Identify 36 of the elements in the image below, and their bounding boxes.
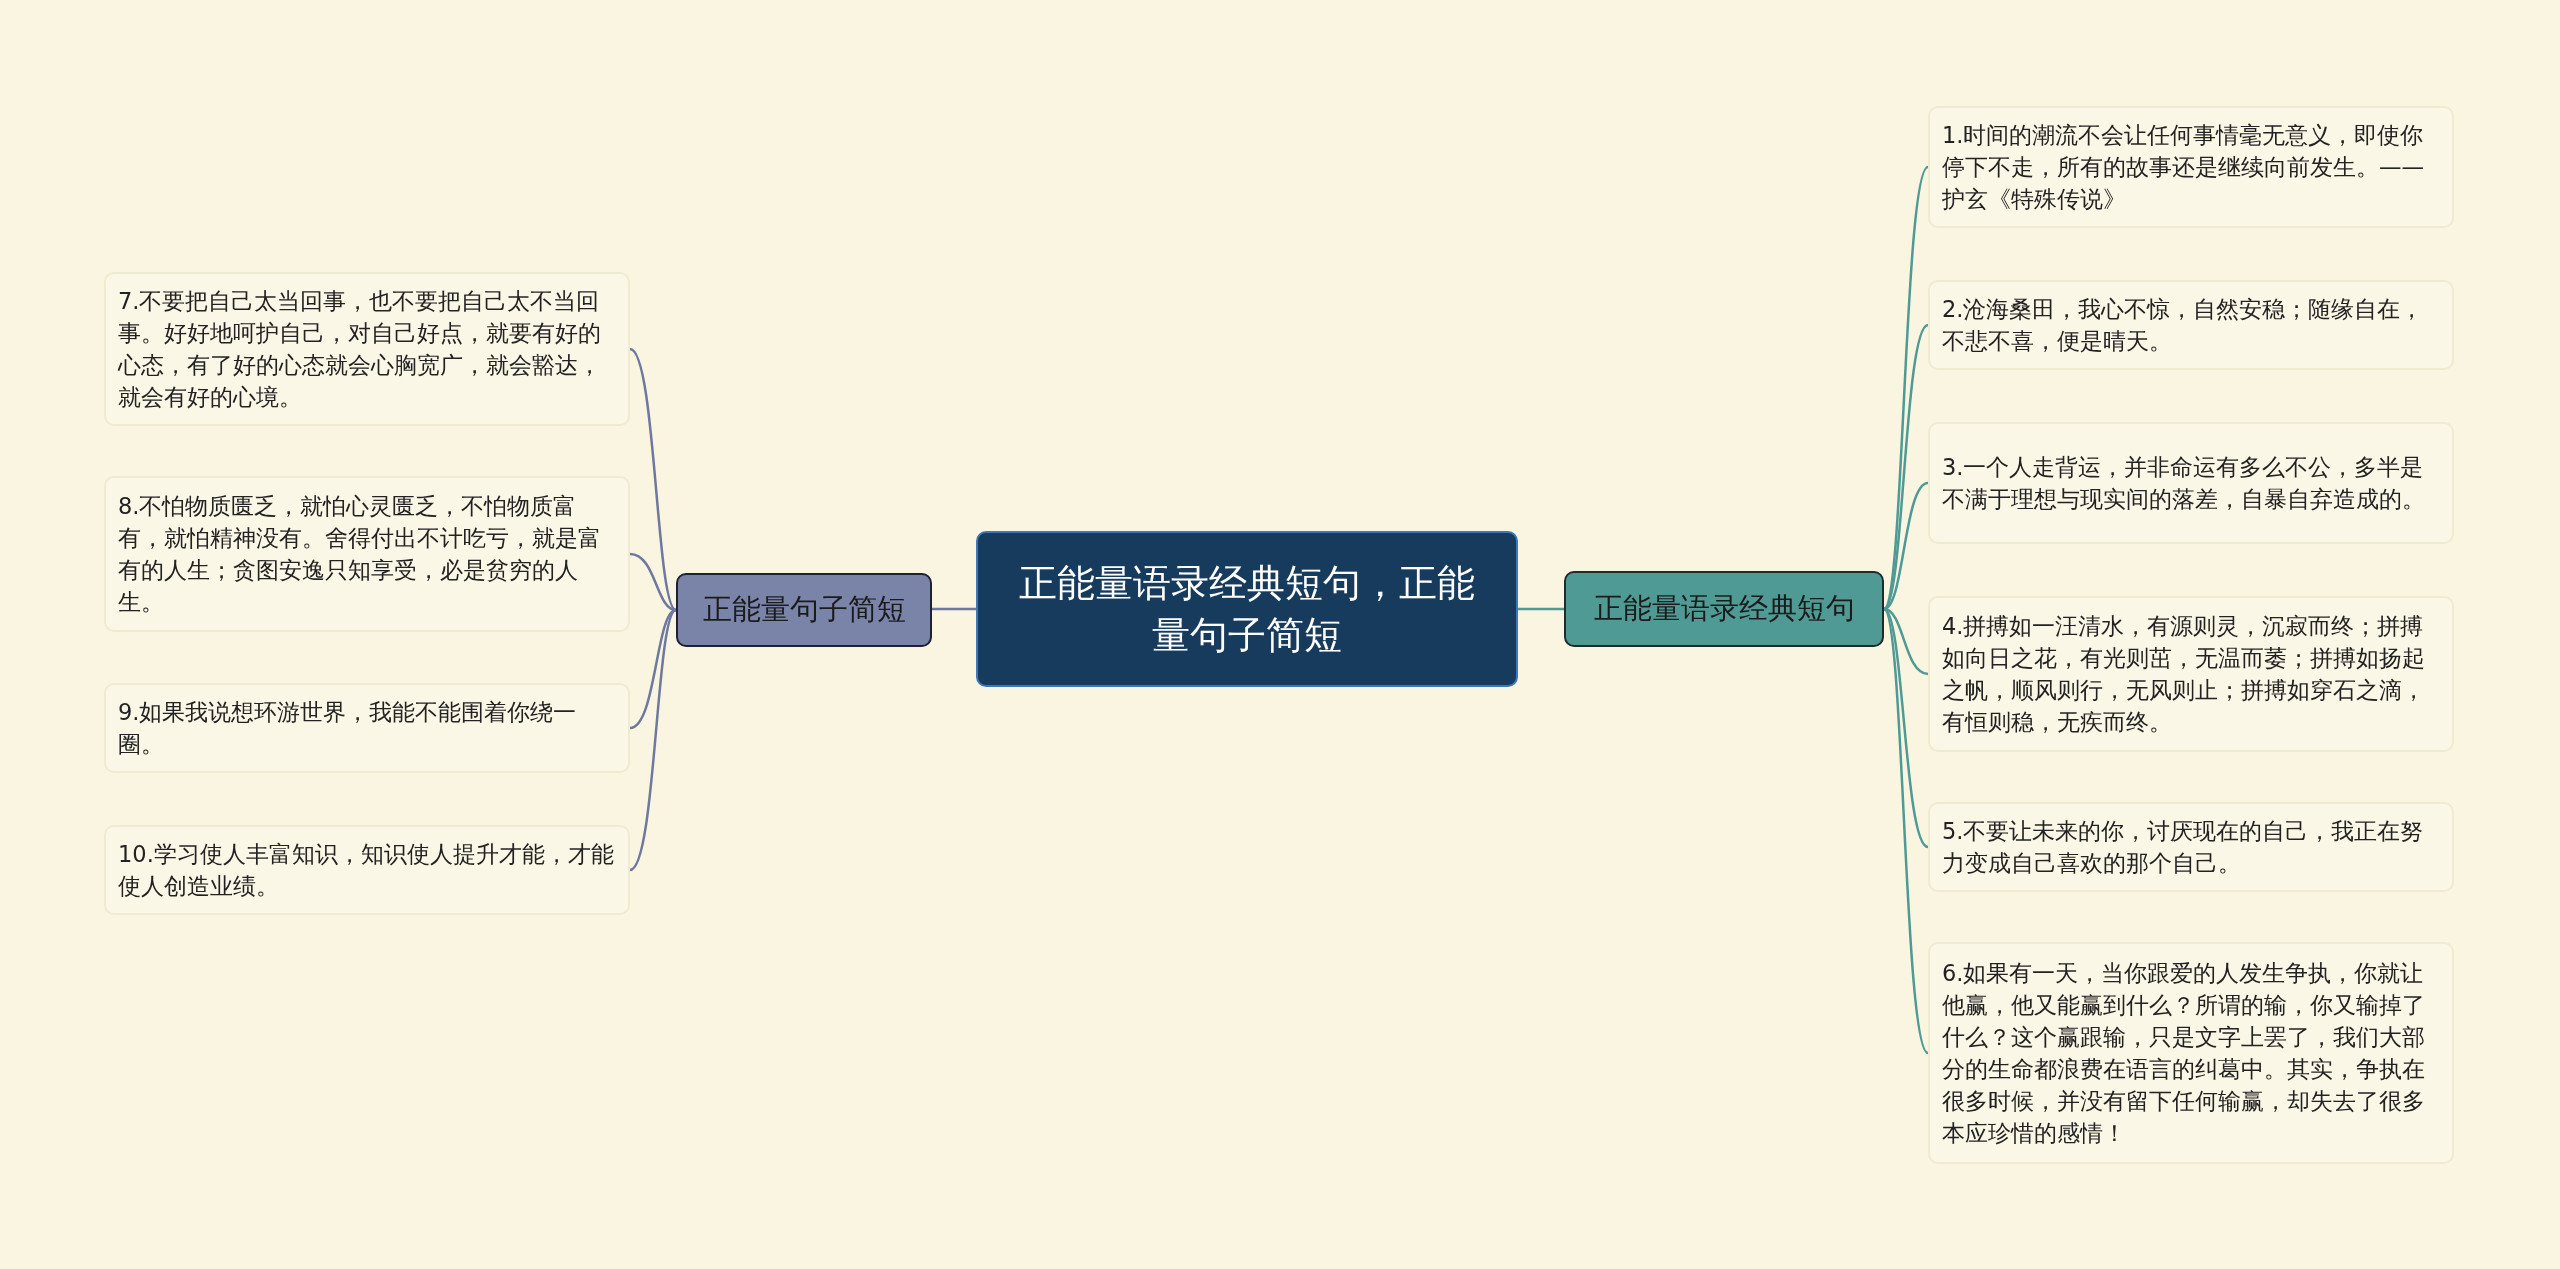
connector-line [1518, 607, 1564, 611]
node-text: 8.不怕物质匮乏，就怕心灵匮乏，不怕物质富有，就怕精神没有。舍得付出不计吃亏，就是富有的人生；贪图安逸只知享受，必是贫穷的人生。 [118, 492, 602, 617]
node-text: 7.不要把自己太当回事，也不要把自己太不当回事。好好地呵护自己，对自己好点，就要有好的心态，有了好的心态就会心胸宽广，就会豁达，就会有好的心境。 [118, 287, 602, 412]
node-text: 3.一个人走背运，并非命运有多么不公，多半是不满于理想与现实间的落差，自暴自弃造成的。 [1942, 453, 2426, 514]
connector-line [932, 607, 976, 611]
connector-line [1882, 166, 1930, 610]
quote-card [1928, 802, 2454, 892]
connector-line [629, 609, 677, 871]
node-text: 正能量句子简短 [702, 591, 906, 628]
quote-card [104, 825, 630, 915]
connector-line [1883, 324, 1929, 610]
connector-line [1882, 608, 1930, 1054]
branch-topic-box [1564, 571, 1884, 647]
connector-line [629, 608, 677, 730]
quote-card [104, 683, 630, 773]
quote-card [1928, 280, 2454, 370]
node-text: 2.沧海桑田，我心不惊，自然安稳；随缘自在，不悲不喜，便是晴天。 [1942, 295, 2425, 356]
quote-card [104, 272, 630, 426]
central-topic-box [976, 531, 1518, 687]
node-text: 4.拼搏如一汪清水，有源则灵，沉寂而终；拼搏如向日之花，有光则茁，无温而萎；拼搏如扬起之帆，顺风则行，无风则止；拼搏如穿石之滴，有恒则稳，无疾而终。 [1942, 612, 2426, 737]
connector-line [629, 552, 677, 612]
node-text: 正能量语录经典短句，正能量句子简短 [1018, 560, 1476, 659]
node-text: 6.如果有一天，当你跟爱的人发生争执，你就让他赢，他又能赢到什么？所谓的输，你又输掉了什么？这个赢跟输，只是文字上罢了，我们大部分的生命都浪费在语言的纠葛中。其实，争执在很多时候，并没有留下任何输赢，却失去了很多本应珍惜的感情！ [1942, 959, 2426, 1148]
connector-line [629, 348, 677, 611]
node-text: 1.时间的潮流不会让任何事情毫无意义，即使你停下不走，所有的故事还是继续向前发生。——护玄《特殊传说》 [1942, 121, 2425, 214]
quote-card [1928, 106, 2454, 228]
quote-card [1928, 942, 2454, 1164]
connector-line [1883, 608, 1929, 848]
quote-card [1928, 596, 2454, 752]
quote-card [1928, 422, 2454, 544]
node-text: 正能量语录经典短句 [1593, 590, 1855, 627]
quote-card [104, 476, 630, 632]
branch-topic-box [676, 573, 932, 647]
node-text: 9.如果我说想环游世界，我能不能围着你绕一圈。 [118, 698, 578, 759]
node-text: 10.学习使人丰富知识，知识使人提升才能，才能使人创造业绩。 [118, 840, 615, 901]
node-text: 5.不要让未来的你，讨厌现在的自己，我正在努力变成自己喜欢的那个自己。 [1942, 817, 2425, 878]
